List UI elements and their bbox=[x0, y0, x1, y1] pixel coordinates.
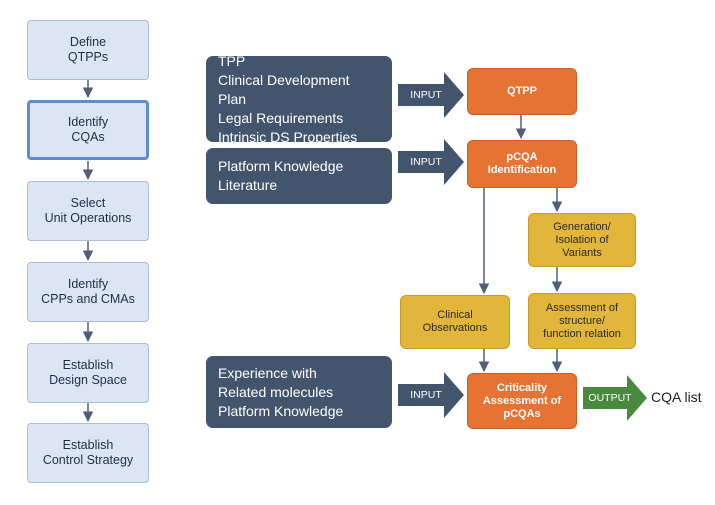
output-arrow bbox=[583, 375, 647, 421]
node-criticality-assessment: Criticality Assessment of pCQAs bbox=[467, 373, 577, 429]
step-define-qtpps: Define QTPPs bbox=[27, 20, 149, 80]
input-arrow-label-2: INPUT bbox=[410, 156, 442, 168]
step-establish-control-strategy: Establish Control Strategy bbox=[27, 423, 149, 483]
node-clinical-observations: Clinical Observations bbox=[400, 295, 510, 349]
step-establish-design-space: Establish Design Space bbox=[27, 343, 149, 403]
output-arrow-label: OUTPUT bbox=[588, 392, 632, 404]
step-select-unit-operations: Select Unit Operations bbox=[27, 181, 149, 241]
input-arrow-1 bbox=[398, 72, 464, 118]
input-arrow-2 bbox=[398, 139, 464, 185]
node-pcqa-identification: pCQA Identification bbox=[467, 140, 577, 188]
input-box-experience: Experience with Related molecules Platfo… bbox=[206, 356, 392, 428]
node-qtpp: QTPP bbox=[467, 68, 577, 115]
step-identify-cqas: Identify CQAs bbox=[27, 100, 149, 160]
cqa-list-output: CQA list bbox=[651, 389, 702, 405]
step-identify-cpps-cmas: Identify CPPs and CMAs bbox=[27, 262, 149, 322]
node-generation-isolation: Generation/ Isolation of Variants bbox=[528, 213, 636, 267]
input-arrow-label-1: INPUT bbox=[410, 89, 442, 101]
input-arrow-label-3: INPUT bbox=[410, 389, 442, 401]
node-assessment-structure: Assessment of structure/ function relati… bbox=[528, 293, 636, 349]
input-arrow-3 bbox=[398, 372, 464, 418]
input-box-platform-knowledge: Platform Knowledge Literature bbox=[206, 148, 392, 204]
input-box-tpp: TPP Clinical Development Plan Legal Requ… bbox=[206, 53, 392, 145]
